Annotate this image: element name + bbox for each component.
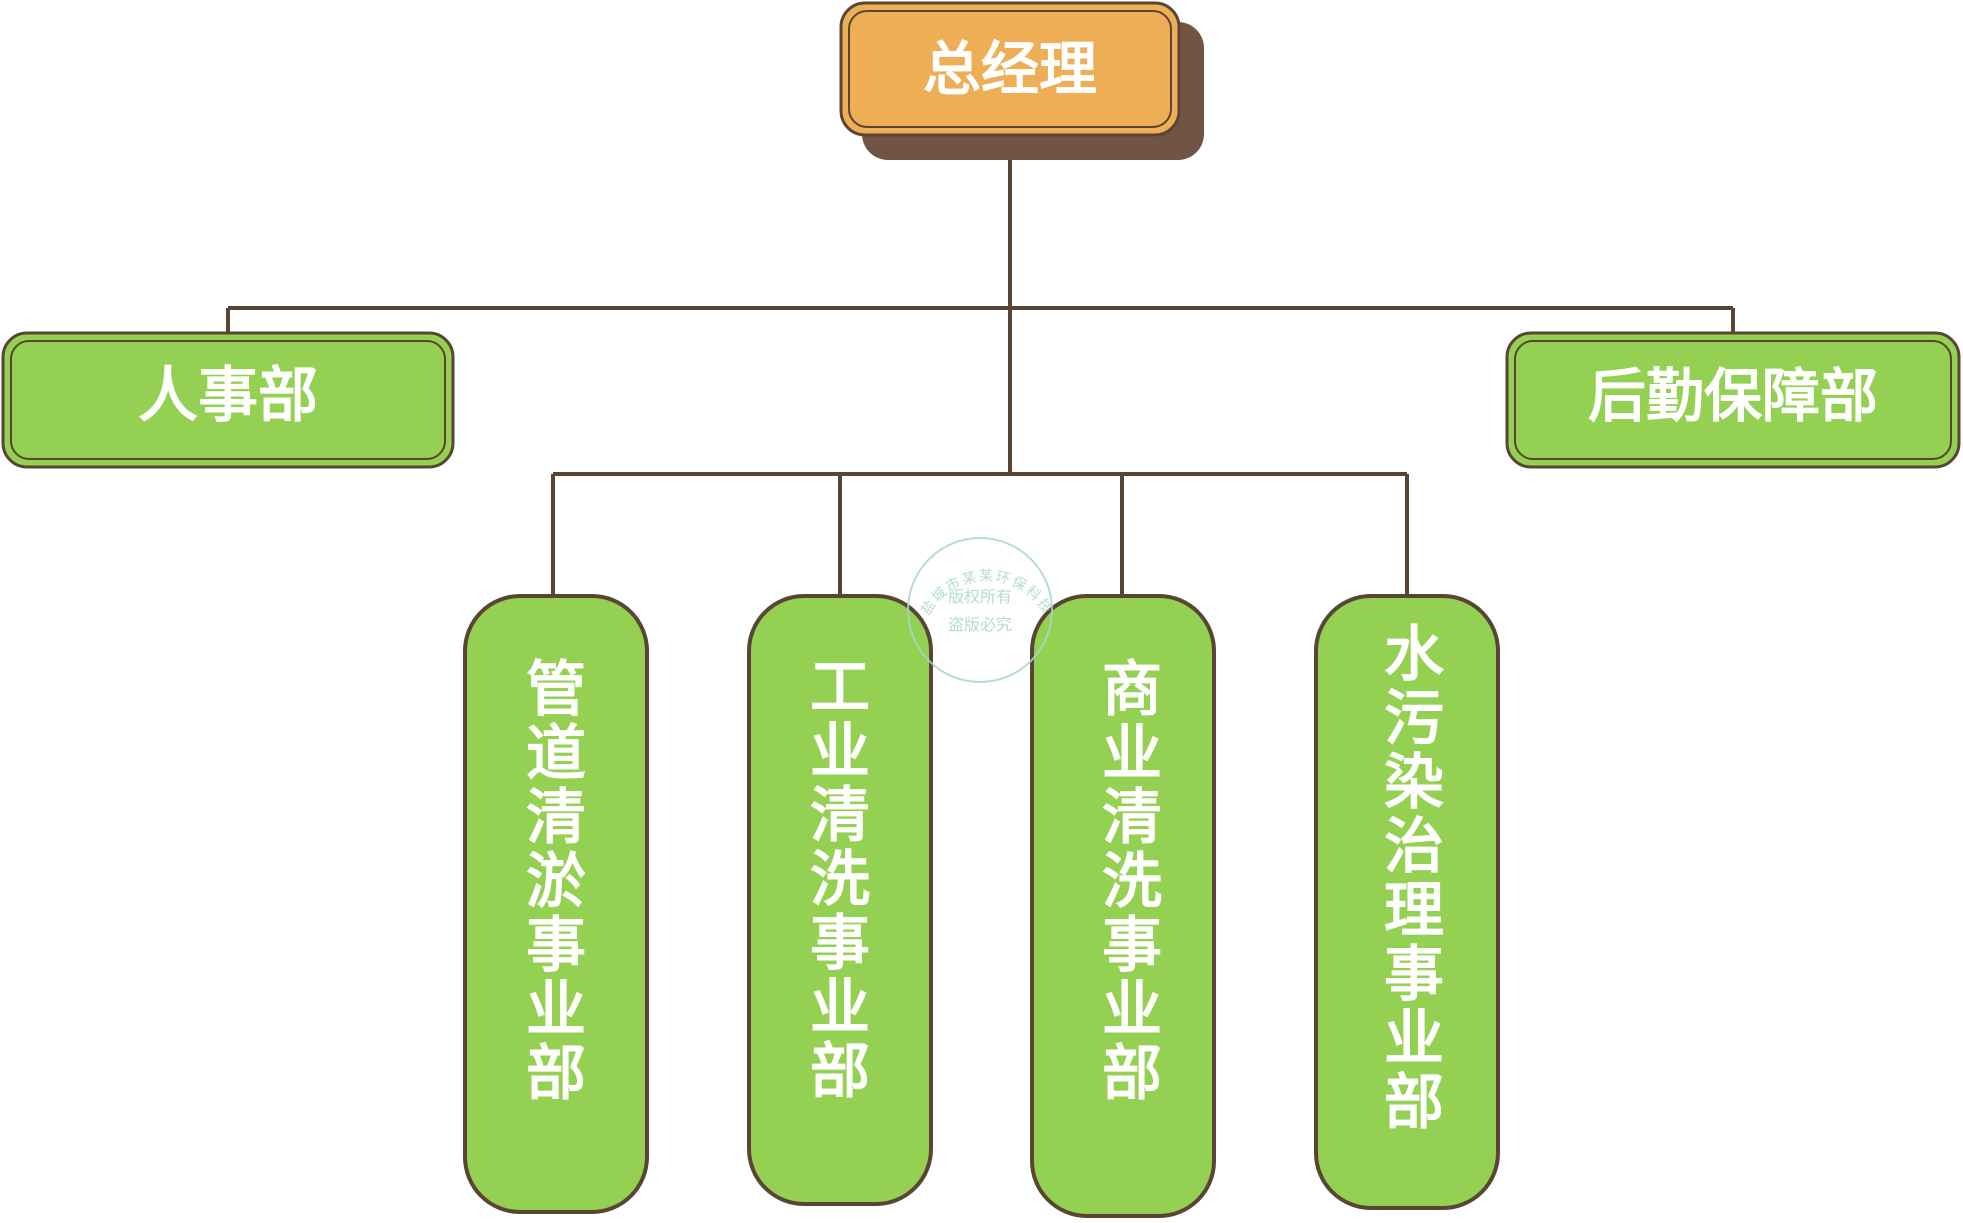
label-char: 水 — [1384, 620, 1445, 690]
business-unit-water-treatment: 水污染治理事业部 — [1314, 594, 1500, 1210]
label-char: 部 — [1102, 1039, 1162, 1109]
pipeline-box — [463, 594, 649, 1214]
logistics-box — [1505, 331, 1961, 469]
label-char: 工 — [810, 653, 870, 723]
water-box — [1314, 594, 1500, 1210]
label-char: 业 — [810, 717, 870, 787]
business-unit-industrial-cleaning: 工业清洗事业部 — [747, 594, 933, 1206]
label-char: 事 — [526, 911, 586, 981]
manager-node: 总经理 — [839, 1, 1204, 160]
label-char: 道 — [526, 719, 586, 789]
logistics-label: 后勤保障部 — [1588, 362, 1878, 430]
manager-box-inner-border — [848, 10, 1172, 128]
label-char: 污 — [1384, 684, 1444, 754]
label-char: 染 — [1384, 748, 1444, 818]
label-char: 业 — [526, 975, 586, 1045]
manager-label: 总经理 — [923, 35, 1097, 103]
commercial-label: 商业清洗事业部 — [1102, 655, 1162, 1109]
label-char: 业 — [810, 973, 870, 1043]
label-char: 部 — [1384, 1068, 1444, 1138]
label-char: 治 — [1384, 812, 1444, 882]
label-char: 部 — [810, 1037, 870, 1107]
hr-box — [1, 331, 455, 469]
label-char: 洗 — [1102, 847, 1162, 917]
industrial-label: 工业清洗事业部 — [810, 653, 870, 1107]
logistics-box-inner-border — [1514, 340, 1952, 460]
label-char: 洗 — [810, 845, 870, 915]
stamp-line-2: 盗版必究 — [948, 615, 1012, 634]
commercial-box — [1030, 594, 1216, 1218]
label-char: 事 — [810, 909, 870, 979]
industrial-box — [747, 594, 933, 1206]
pipeline-label: 管道清淤事业部 — [526, 655, 586, 1109]
label-char: 部 — [526, 1039, 586, 1109]
label-char: 事 — [1384, 940, 1444, 1010]
label-char: 淤 — [526, 847, 586, 917]
business-unit-commercial-cleaning: 商业清洗事业部 — [1030, 594, 1216, 1218]
label-char: 业 — [1102, 719, 1162, 789]
label-char: 业 — [1384, 1004, 1444, 1074]
staff-department-logistics: 后勤保障部 — [1505, 331, 1961, 469]
label-char: 清 — [810, 781, 870, 851]
water-label: 水污染治理事业部 — [1384, 620, 1445, 1138]
label-char: 管 — [526, 655, 586, 725]
label-char: 清 — [526, 783, 586, 853]
label-char: 事 — [1102, 911, 1162, 981]
label-char: 业 — [1102, 975, 1162, 1045]
business-unit-pipeline: 管道清淤事业部 — [463, 594, 649, 1214]
staff-department-hr: 人事部 — [1, 331, 455, 469]
label-char: 清 — [1102, 783, 1162, 853]
hr-box-inner-border — [10, 340, 446, 460]
stamp-line-1: 版权所有 — [948, 587, 1012, 606]
stamp-circle — [907, 537, 1053, 683]
label-char: 理 — [1384, 876, 1444, 946]
manager-box — [839, 1, 1181, 137]
label-char: 商 — [1102, 655, 1162, 725]
hr-label: 人事部 — [138, 361, 318, 431]
connector-lines — [226, 132, 1735, 596]
